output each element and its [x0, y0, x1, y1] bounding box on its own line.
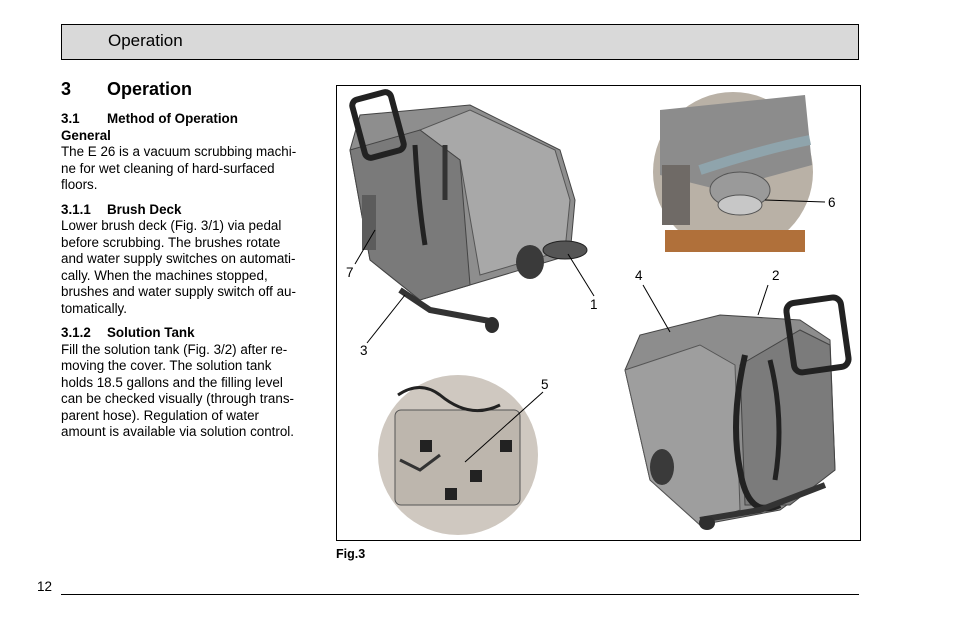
solution-tank-heading: 3.1.2 Solution Tank [61, 325, 316, 342]
paragraph-line: brushes and water supply switch off au- [61, 284, 296, 299]
paragraph-line: Lower brush deck (Fig. 3/1) via pedal [61, 218, 282, 233]
brush-deck-paragraph: Lower brush deck (Fig. 3/1) via pedal be… [61, 218, 316, 317]
callout-5: 5 [541, 377, 549, 392]
brush-deck-heading: 3.1.1 Brush Deck [61, 202, 316, 219]
brush-deck-number: 3.1.1 [61, 201, 91, 217]
text-column: 3.1 Method of Operation General The E 26 … [61, 111, 316, 441]
paragraph-line: and water supply switches on automati- [61, 251, 296, 266]
general-paragraph: The E 26 is a vacuum scrubbing machi- ne… [61, 144, 316, 194]
paragraph-line: amount is available via solution control… [61, 424, 294, 439]
paragraph-line: before scrubbing. The brushes rotate [61, 234, 281, 250]
brush-deck-title: Brush Deck [107, 201, 182, 217]
callout-7: 7 [346, 265, 354, 280]
detail-circle-upper [653, 92, 813, 252]
running-header-title: Operation [108, 31, 183, 50]
section-title: Operation [107, 79, 193, 99]
callout-4: 4 [635, 268, 643, 283]
paragraph-line: cally. When the machines stopped, [61, 267, 268, 283]
paragraph-line: Fill the solution tank (Fig. 3/2) after … [61, 341, 288, 357]
paragraph-line: The E 26 is a vacuum scrubbing machi- [61, 144, 297, 159]
section-number: 3 [61, 79, 72, 99]
solution-tank-title: Solution Tank [107, 325, 195, 340]
paragraph-line: parent hose). Regulation of water [61, 407, 260, 423]
method-heading: 3.1 Method of Operation [61, 111, 316, 128]
figure-caption: Fig.3 [336, 547, 366, 561]
footer-rule [61, 594, 859, 595]
page-number: 12 [37, 579, 53, 594]
general-heading: General [61, 127, 111, 143]
paragraph-line: ne for wet cleaning of hard-surfaced [61, 160, 275, 176]
scrubber-machine-left [349, 89, 588, 333]
callout-6: 6 [828, 195, 836, 210]
paragraph-line: holds 18.5 gallons and the filling level [61, 374, 283, 390]
section-heading: 3 Operation [61, 79, 192, 100]
paragraph-line: can be checked visually (through trans- [61, 391, 294, 406]
callout-1: 1 [590, 297, 598, 312]
method-title: Method of Operation [107, 111, 238, 126]
callout-leaders [354, 199, 826, 463]
scrubber-machine-right [624, 294, 852, 530]
solution-tank-paragraph: Fill the solution tank (Fig. 3/2) after … [61, 342, 316, 441]
paragraph-line: floors. [61, 177, 98, 192]
method-number: 3.1 [61, 111, 80, 126]
callout-2: 2 [772, 268, 780, 283]
running-header: Operation [61, 24, 859, 60]
paragraph-line: tomatically. [61, 300, 127, 316]
callout-3: 3 [360, 343, 368, 358]
detail-circle-lower [378, 375, 538, 535]
solution-tank-number: 3.1.2 [61, 325, 91, 340]
paragraph-line: moving the cover. The solution tank [61, 358, 272, 373]
